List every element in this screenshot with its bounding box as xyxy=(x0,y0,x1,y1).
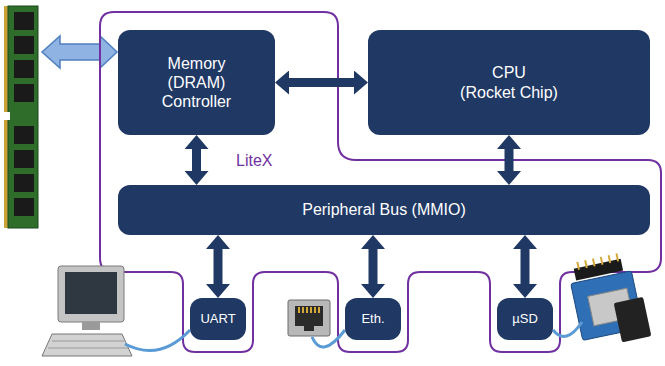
region-label: LiteX xyxy=(236,152,272,170)
box-text: Memory (DRAM) Controller xyxy=(147,54,247,112)
dram-module xyxy=(4,6,38,228)
pcb xyxy=(8,6,38,228)
box-text: (Rocket Chip) xyxy=(460,83,558,102)
notch xyxy=(4,112,10,120)
serial-cable xyxy=(125,330,190,350)
process-box: Memory (DRAM) Controller xyxy=(118,30,275,135)
ethernet-cable xyxy=(312,330,345,347)
process-box: CPU(Rocket Chip) xyxy=(368,30,650,135)
dram-link-arrow xyxy=(42,36,117,68)
bus-arrow xyxy=(369,247,378,286)
box-text: UART xyxy=(200,311,235,327)
process-box: Eth. xyxy=(345,298,401,340)
box-text: Peripheral Bus (MMIO) xyxy=(302,200,466,219)
memory-chips xyxy=(14,12,34,216)
process-box: µSD xyxy=(497,298,553,340)
ethernet-jack xyxy=(288,300,330,336)
computer-icon xyxy=(42,266,132,356)
bus-arrow xyxy=(521,247,530,286)
bus-arrow xyxy=(287,78,356,87)
litex-boundary xyxy=(100,12,661,352)
box-text: CPU xyxy=(492,63,526,82)
box-text: µSD xyxy=(512,311,538,327)
process-box: Peripheral Bus (MMIO) xyxy=(118,185,650,235)
sd-cable xyxy=(553,322,582,336)
box-text: Eth. xyxy=(361,311,384,327)
bus-arrow xyxy=(214,247,223,286)
process-box: UART xyxy=(190,298,246,340)
microsd-breakout xyxy=(567,250,652,350)
bus-arrow xyxy=(192,147,201,173)
bus-arrow xyxy=(505,147,514,173)
